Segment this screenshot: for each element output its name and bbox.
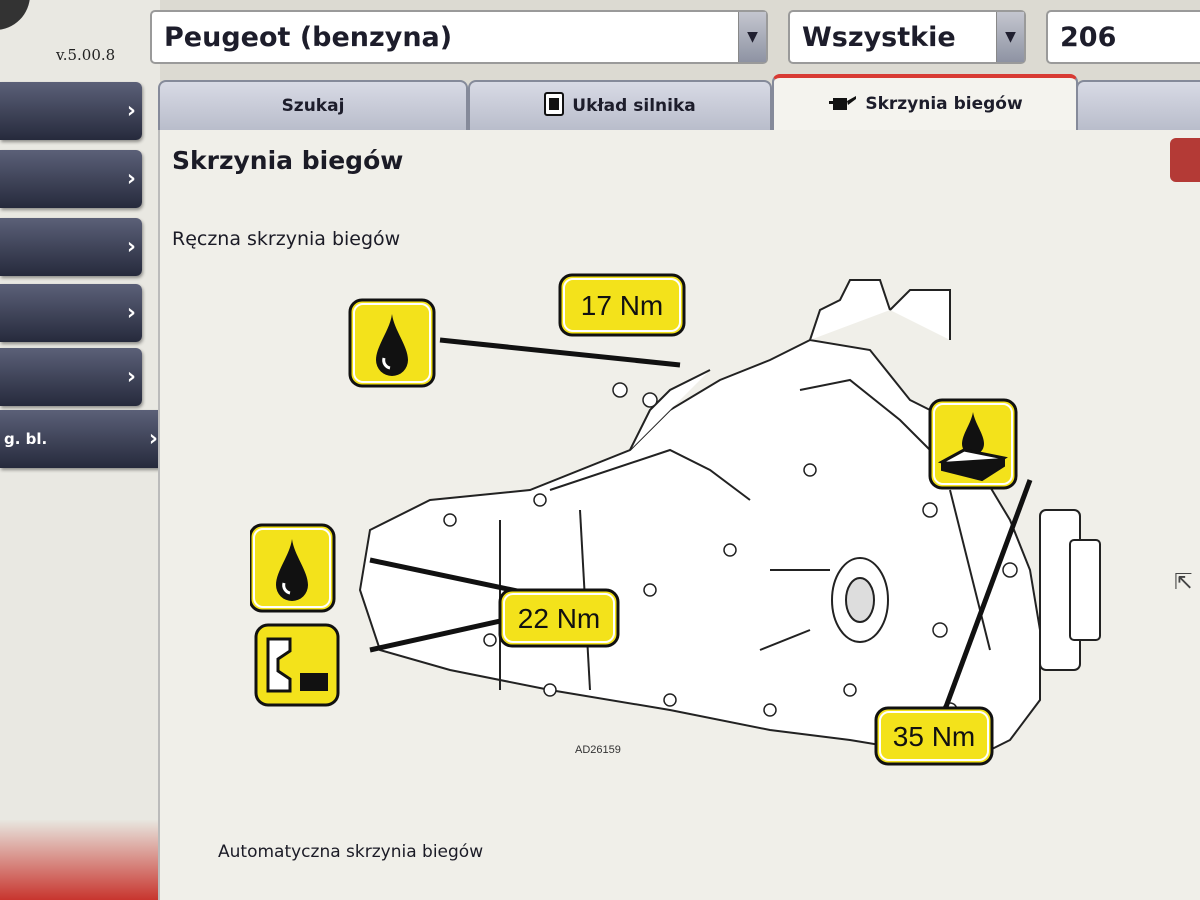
chevron-right-icon: › — [126, 98, 136, 124]
sidebar-item-1[interactable]: › — [0, 82, 142, 140]
model-select-value: 206 — [1060, 21, 1117, 53]
sidebar-item-label: g. bl. — [4, 430, 48, 448]
filter-select-value: Wszystkie — [802, 21, 956, 53]
dropdown-arrow-icon[interactable]: ▼ — [996, 12, 1024, 62]
tab-more[interactable] — [1076, 80, 1200, 130]
oil-drop-icon — [348, 298, 436, 388]
chevron-right-icon: › — [126, 234, 136, 260]
oil-drop-icon — [250, 523, 336, 613]
section-automatic-gearbox: Automatyczna skrzynia biegów — [218, 842, 484, 862]
mouse-cursor-icon: ⇱ — [1174, 570, 1193, 595]
tab-gearbox[interactable]: Skrzynia biegów — [772, 74, 1078, 130]
tab-search[interactable]: Szukaj — [158, 80, 468, 130]
sidebar-item-6[interactable]: g. bl. › — [0, 410, 164, 468]
engine-layout-icon — [544, 91, 565, 121]
model-select[interactable]: 206 — [1046, 10, 1200, 64]
tab-label: Szukaj — [281, 96, 345, 116]
gearbox-diagram: 17 Nm 22 Nm — [250, 273, 1101, 766]
chevron-right-icon: › — [126, 166, 136, 192]
oil-level-icon — [928, 398, 1018, 490]
make-select-value: Peugeot (benzyna) — [164, 21, 453, 53]
torque-value-bottom-right: 35 Nm — [893, 721, 975, 752]
dropdown-arrow-icon[interactable]: ▼ — [738, 12, 766, 62]
sidebar-item-2[interactable]: › — [0, 150, 142, 208]
torque-label-17: 17 Nm — [558, 273, 686, 337]
page-title: Skrzynia biegów — [172, 146, 404, 175]
gearbox-flange — [1039, 509, 1101, 671]
oil-can-icon — [827, 92, 857, 117]
content-panel: Skrzynia biegów Ręczna skrzynia biegów — [158, 130, 1200, 900]
tab-label: Układ silnika — [572, 96, 696, 116]
sidebar-item-5[interactable]: › — [0, 348, 142, 406]
app-version: v.5.00.8 — [56, 46, 116, 64]
torque-label-22: 22 Nm — [498, 588, 620, 648]
diagram-ref-code: AD26159 — [575, 744, 621, 756]
section-manual-gearbox: Ręczna skrzynia biegów — [172, 228, 401, 250]
chevron-right-icon: › — [148, 426, 158, 452]
chevron-right-icon: › — [126, 364, 136, 390]
sidebar: v.5.00.8 › › › › › g. bl. › — [0, 0, 164, 900]
torque-value-top: 17 Nm — [581, 290, 663, 321]
sidebar-item-4[interactable]: › — [0, 284, 142, 342]
close-button[interactable] — [1170, 138, 1200, 182]
sidebar-item-3[interactable]: › — [0, 218, 142, 276]
gearbox-bolts — [443, 382, 1018, 718]
torque-value-middle: 22 Nm — [518, 603, 600, 634]
filter-select[interactable]: Wszystkie ▼ — [788, 10, 1026, 64]
gearbox-body — [358, 279, 1041, 762]
app-logo — [0, 0, 30, 30]
make-select[interactable]: Peugeot (benzyna) ▼ — [150, 10, 768, 64]
tab-engine-layout[interactable]: Układ silnika — [468, 80, 772, 130]
seal-icon — [254, 623, 340, 707]
chevron-right-icon: › — [126, 300, 136, 326]
tab-label: Skrzynia biegów — [865, 94, 1023, 114]
torque-label-35: 35 Nm — [874, 706, 994, 766]
